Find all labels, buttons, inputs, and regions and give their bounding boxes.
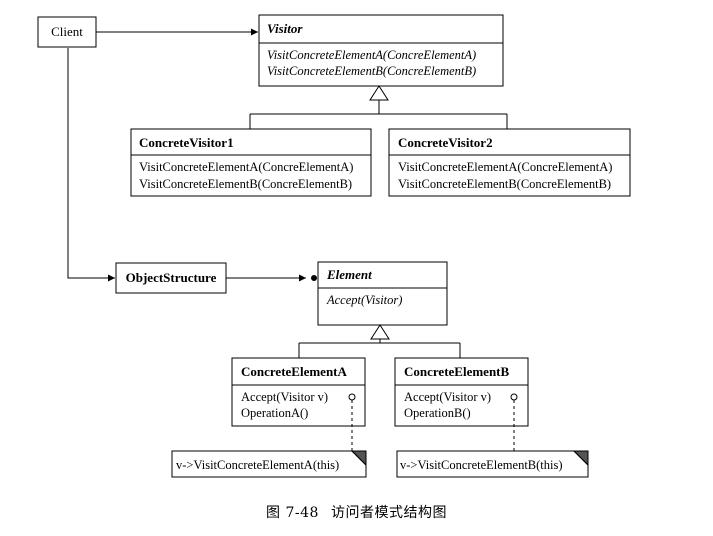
- concrete-visitor2-method-2: VisitConcreteElementB(ConcreElementB): [398, 177, 611, 191]
- concrete-visitor1-method-2: VisitConcreteElementB(ConcreElementB): [139, 177, 352, 191]
- figure-caption: 图 7-48 访问者模式结构图: [0, 502, 713, 522]
- concrete-element-b-title: ConcreteElementB: [404, 364, 510, 379]
- visitor-class: Visitor VisitConcreteElementA(ConcreElem…: [258, 14, 504, 87]
- client-to-objectstructure-arrow: [67, 48, 115, 282]
- element-class: Element Accept(Visitor): [317, 261, 448, 326]
- note-anchor-b: [510, 393, 518, 401]
- concrete-visitor1-class: ConcreteVisitor1 VisitConcreteElementA(C…: [130, 128, 372, 197]
- client-box: Client: [37, 16, 97, 48]
- note-b: v->VisitConcreteElementB(this): [396, 450, 589, 478]
- concrete-element-a-class: ConcreteElementA Accept(Visitor v) Opera…: [231, 357, 366, 427]
- note-b-text: v->VisitConcreteElementB(this): [400, 458, 563, 472]
- concrete-visitor1-title: ConcreteVisitor1: [139, 135, 234, 150]
- concrete-element-b-method-2: OperationB(): [404, 406, 471, 420]
- concrete-element-b-method-1: Accept(Visitor v): [404, 390, 491, 404]
- concrete-element-a-method-1: Accept(Visitor v): [241, 390, 328, 404]
- element-title: Element: [326, 267, 372, 282]
- note-anchor-a: [348, 393, 356, 401]
- client-label: Client: [51, 24, 83, 39]
- visitor-method-1: VisitConcreteElementA(ConcreElementA): [267, 48, 476, 62]
- element-method-1: Accept(Visitor): [326, 293, 402, 307]
- note-a: v->VisitConcreteElementA(this): [171, 450, 367, 478]
- concrete-visitor1-method-1: VisitConcreteElementA(ConcreElementA): [139, 160, 353, 174]
- concrete-visitor2-title: ConcreteVisitor2: [398, 135, 493, 150]
- visitor-title: Visitor: [267, 21, 303, 36]
- figure-title: 访问者模式结构图: [330, 505, 447, 521]
- visitor-inheritance: [249, 85, 508, 129]
- concrete-visitor2-class: ConcreteVisitor2 VisitConcreteElementA(C…: [388, 128, 631, 197]
- concrete-visitor2-method-1: VisitConcreteElementA(ConcreElementA): [398, 160, 612, 174]
- element-inheritance: [298, 324, 461, 358]
- visitor-pattern-diagram: Client Visitor VisitConcreteElementA(Con…: [37, 14, 631, 478]
- object-structure-label: ObjectStructure: [126, 270, 217, 285]
- concrete-element-a-title: ConcreteElementA: [241, 364, 348, 379]
- note-a-text: v->VisitConcreteElementA(this): [176, 458, 339, 472]
- object-structure-box: ObjectStructure: [115, 262, 227, 294]
- visitor-method-2: VisitConcreteElementB(ConcreElementB): [267, 64, 476, 78]
- figure-number: 图 7-48: [266, 505, 319, 521]
- aggregation-dot: [311, 275, 317, 281]
- concrete-element-a-method-2: OperationA(): [241, 406, 308, 420]
- concrete-element-b-class: ConcreteElementB Accept(Visitor v) Opera…: [394, 357, 529, 427]
